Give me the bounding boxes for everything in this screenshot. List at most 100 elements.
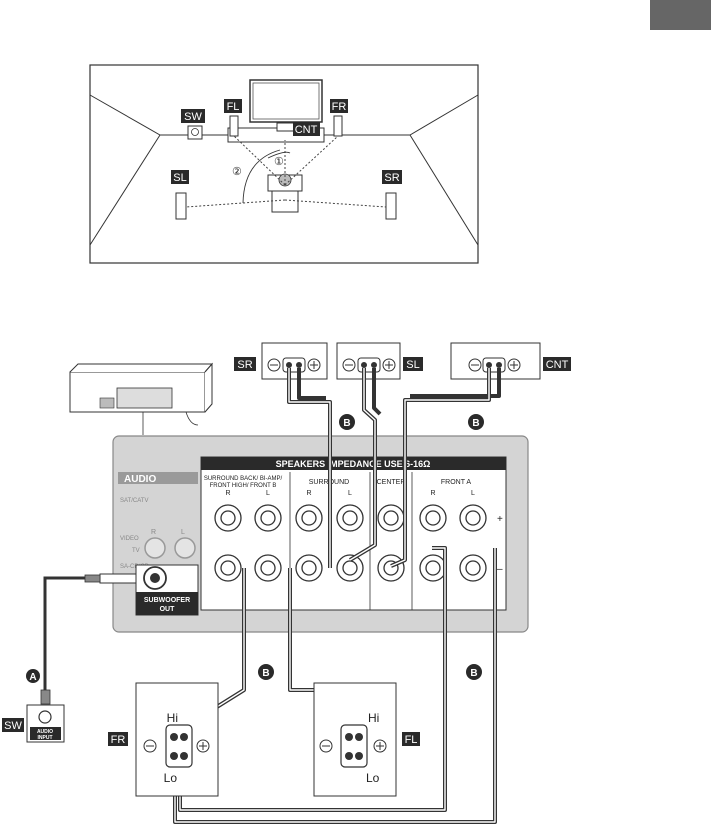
audio-sub-2: VIDEO: [120, 536, 139, 542]
room-right-wall: [409, 134, 479, 246]
front-left-speaker-icon: [229, 115, 239, 137]
group-surround-back-2: FRONT HIGH/ FRONT B: [210, 483, 277, 489]
audio-sub-4: SA-CD/CD: [120, 564, 150, 570]
speaker-fr-box: [135, 682, 219, 797]
label-fl: FL: [227, 101, 240, 113]
label-sw-bg: [181, 109, 205, 123]
fl-terminal-plate: [340, 724, 368, 768]
rca-plug-panel: [99, 573, 137, 584]
audio-sub-1: SAT/CATV: [120, 498, 148, 504]
receiver-top: [69, 363, 214, 373]
subwoofer-cone-icon: [191, 128, 199, 136]
subwoofer-out-line2: OUT: [160, 606, 176, 613]
center-speaker-icon: [276, 122, 296, 132]
terminal-plus: +: [497, 514, 503, 525]
audio-l: L: [181, 529, 185, 536]
rl-l-3: L: [471, 490, 475, 497]
angle-arc-1: [267, 151, 291, 159]
sub-input-label-bg: [30, 727, 61, 740]
speaker-fl-box: [313, 682, 397, 797]
group-surround-back-1: SURROUND BACK/ BI-AMP/: [204, 476, 283, 482]
rl-r-3: R: [430, 490, 435, 497]
room-left-wall: [89, 134, 161, 246]
speaker-sl-box: [336, 342, 401, 380]
subwoofer-out-line1: SUBWOOFER: [144, 597, 190, 604]
tv-bezel: [252, 82, 320, 120]
label-sl-bg: [171, 170, 189, 184]
label-fr: FR: [332, 101, 347, 113]
subwoofer-cable-a: AUDIO INPUT: [26, 573, 137, 743]
conn-label-cnt: CNT: [546, 359, 569, 371]
audio-r: R: [151, 529, 156, 536]
cable-cnt-2: [410, 368, 501, 398]
label-fr-bg: [330, 99, 348, 113]
sub-input-line2: INPUT: [38, 735, 53, 741]
speaker-sr-box: [261, 342, 328, 380]
tv-screen: [249, 79, 323, 123]
cables-top-highlight: [288, 368, 490, 568]
fr-lo: Lo: [164, 771, 178, 785]
room-layout-diagram: ① ② SW FL FR CNT SL SR: [89, 64, 479, 264]
speakers-header: SPEAKERS IMPEDANCE USE 6-16Ω: [276, 459, 431, 469]
receiver-jack-area: [99, 397, 115, 409]
power-cord: [185, 411, 199, 426]
audio-header: AUDIO: [124, 474, 156, 485]
marker-b2: B: [472, 418, 479, 429]
terminal-minus: –: [497, 564, 503, 575]
surround-left-speaker-icon: [175, 192, 187, 220]
marker-b3: B: [262, 668, 269, 679]
marker-b4-bg: [466, 664, 482, 680]
cable-sl-2: [372, 368, 382, 416]
label-sr: SR: [384, 172, 399, 184]
subwoofer-input-jack: [38, 710, 52, 724]
rca-plug-body: [84, 574, 101, 583]
speaker-terminal-block: [200, 456, 507, 611]
conn-label-sl-bg: [403, 357, 423, 371]
conn-label-sw: SW: [4, 720, 22, 732]
marker-b3-bg: [258, 664, 274, 680]
cable-sr-2: [297, 368, 326, 400]
rl-r-1: R: [225, 490, 230, 497]
angle-arc-2: [242, 149, 281, 204]
group-center: CENTER: [377, 479, 406, 486]
marker-b1: B: [343, 418, 350, 429]
conn-label-fl: FL: [405, 734, 418, 746]
sub-input-line1: AUDIO: [37, 729, 53, 735]
conn-label-sl: SL: [406, 359, 419, 371]
conn-label-fl-bg: [402, 732, 420, 746]
receiver-side: [204, 362, 213, 413]
marker-b4: B: [470, 668, 477, 679]
conn-label-sr-bg: [234, 357, 256, 371]
conn-label-cnt-bg: [543, 357, 571, 371]
front-right-speaker-icon: [333, 115, 343, 137]
rca-plug-sub: [40, 689, 51, 705]
rl-l-1: L: [266, 490, 270, 497]
audio-jack-l: [174, 537, 196, 559]
fr-hi: Hi: [167, 711, 178, 725]
marker-b1-bg: [339, 414, 355, 430]
marker-b2-bg: [468, 414, 484, 430]
marker-a-bg: [26, 669, 40, 683]
terminal-row-plus: [214, 504, 487, 532]
conn-label-sr: SR: [237, 359, 252, 371]
fl-lo: Lo: [366, 771, 380, 785]
label-cnt-bg: [293, 122, 320, 136]
angle-marker-1: ①: [274, 156, 284, 168]
label-sr-bg: [382, 170, 402, 184]
subwoofer-jack-pin: [150, 573, 160, 583]
rl-r-2: R: [306, 490, 311, 497]
audio-header-bar: [118, 472, 198, 484]
speaker-cnt-box: [450, 342, 541, 380]
surround-right-speaker-icon: [385, 192, 397, 220]
receiver-terminals: [116, 387, 173, 409]
subwoofer-out-label-bg: [136, 592, 198, 615]
label-sl: SL: [173, 172, 186, 184]
speakers-header-bg: [201, 457, 506, 470]
marker-a: A: [29, 672, 36, 683]
receiver-rear-thumbnail: [69, 362, 214, 435]
audio-sub-3: TV: [132, 548, 140, 554]
cnt-box-frame: [450, 342, 541, 380]
sight-lines: [185, 135, 387, 208]
conn-label-fr: FR: [111, 734, 126, 746]
